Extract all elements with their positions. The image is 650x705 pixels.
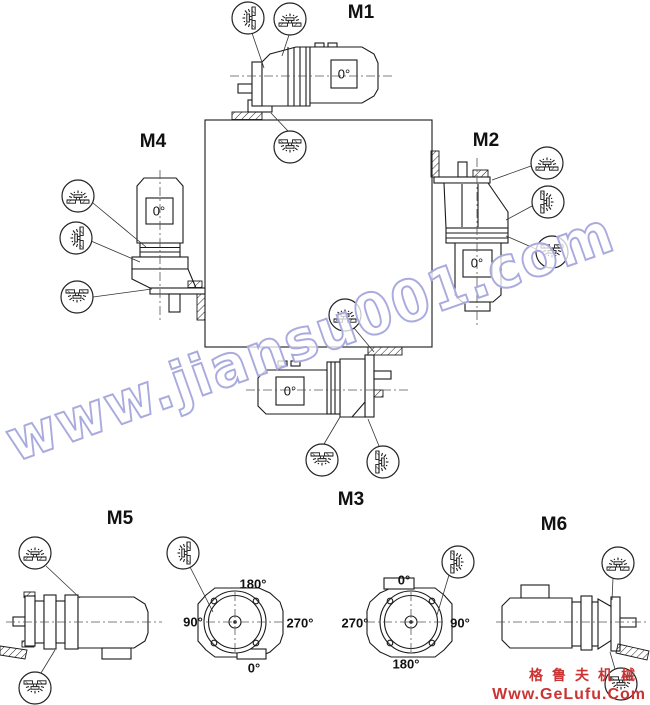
- m6-view-angle-top: 0°: [397, 572, 411, 588]
- side-plug-icon: [59, 221, 93, 255]
- side-plug-icon: [531, 185, 565, 219]
- label-m4: M4: [139, 131, 167, 152]
- m2-terminal-angle: 0°: [470, 255, 484, 271]
- label-m2: M2: [472, 130, 500, 151]
- gearmotor-m1: [230, 42, 392, 120]
- side-plug-icon: [166, 536, 200, 570]
- m5-view-angle-top: 180°: [239, 576, 267, 592]
- label-m6: M6: [540, 514, 568, 535]
- leader-lines: [40, 32, 616, 674]
- gearmotor-m3: [246, 346, 408, 418]
- side-plug-icon: [441, 545, 475, 579]
- label-m1: M1: [347, 2, 375, 23]
- side-plug-icon: [231, 1, 265, 35]
- drain-plug-icon: [60, 280, 94, 314]
- gearmotor-m2: [430, 150, 509, 325]
- label-m5: M5: [106, 508, 134, 529]
- vent-plug-icon: [530, 146, 564, 180]
- m6-view-angle-bottom: 180°: [392, 656, 420, 672]
- m2-terminal-box: [462, 249, 493, 278]
- m5-view-angle-right: 270°: [286, 615, 314, 631]
- m6-front-view: [366, 577, 453, 658]
- m1-terminal-box: [330, 59, 358, 89]
- m5-front-view: [197, 587, 284, 660]
- gearmotor-m4: [131, 170, 206, 321]
- m6-view-angle-right: 90°: [450, 615, 470, 631]
- brand-url: Www.GeLufu.Com: [492, 686, 646, 703]
- side-plug-icon: [366, 445, 400, 479]
- vent-plug-icon: [328, 298, 362, 332]
- m5-view-angle-bottom: 0°: [247, 660, 261, 676]
- plug-callouts: [18, 1, 638, 705]
- vent-plug-icon: [61, 179, 95, 213]
- vent-plug-icon: [18, 536, 52, 570]
- vent-plug-icon: [601, 546, 635, 580]
- gearmotor-m5: [0, 591, 162, 660]
- drain-plug-icon: [535, 235, 569, 269]
- drain-plug-icon: [18, 671, 52, 705]
- gearmotor-m6: [496, 584, 650, 661]
- m4-terminal-angle: 0°: [152, 203, 166, 219]
- m3-terminal-box: [275, 376, 305, 406]
- m6-view-angle-left: 270°: [341, 615, 369, 631]
- label-m3: M3: [337, 489, 365, 510]
- m5-view-angle-left: 90°: [183, 614, 203, 630]
- m1-terminal-angle: 0°: [337, 66, 351, 82]
- brand-name-cn: 格鲁夫机械: [529, 667, 644, 683]
- m3-terminal-angle: 0°: [283, 383, 297, 399]
- drain-plug-icon: [305, 443, 339, 477]
- drain-plug-icon: [273, 130, 307, 164]
- vent-plug-icon: [273, 2, 307, 36]
- brand-block: 格鲁夫机械 Www.GeLufu.Com: [492, 665, 646, 704]
- m4-terminal-box: [145, 197, 174, 225]
- mounting-cube: [204, 119, 433, 348]
- drain-plug-icon: [604, 667, 638, 701]
